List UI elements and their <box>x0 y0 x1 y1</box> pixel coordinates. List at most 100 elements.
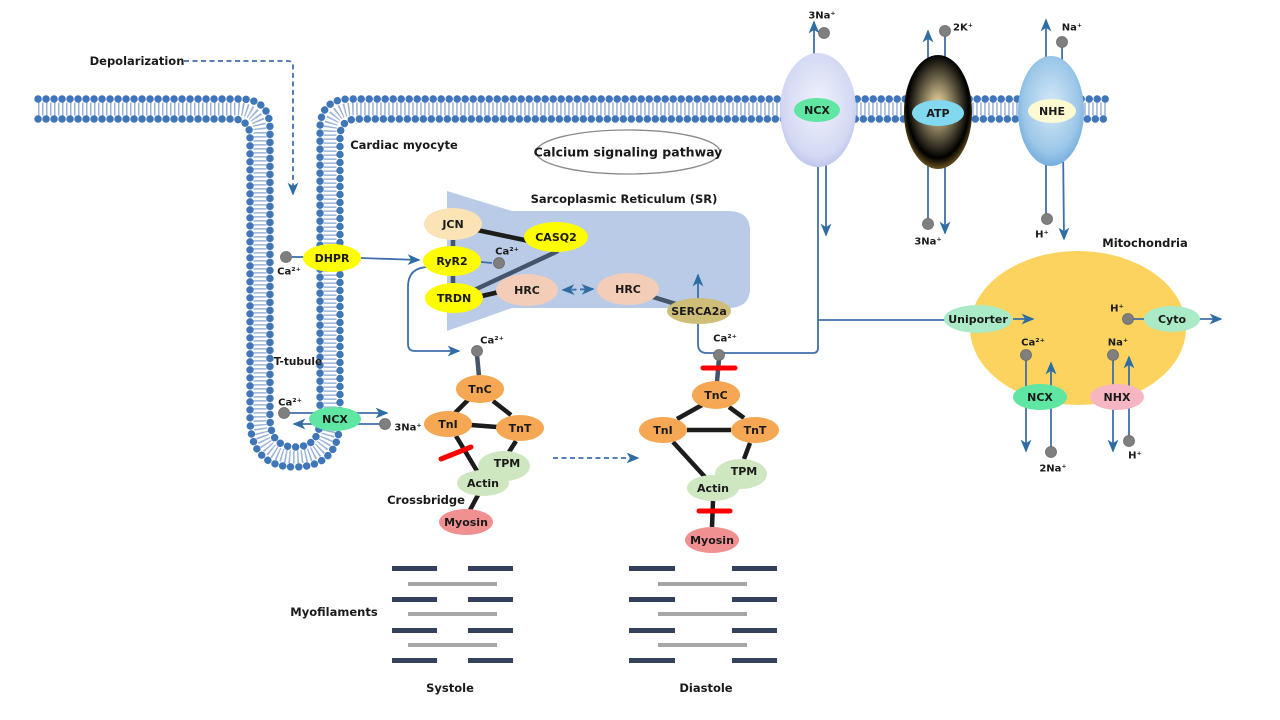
ca-ion-dot-mito <box>1020 349 1032 361</box>
ca-ion-dot-dhpr <box>280 251 292 263</box>
actin-systole <box>457 470 509 496</box>
na2-ion-dot-mito <box>1045 446 1057 458</box>
h-label-cyto: H⁺ <box>1110 304 1124 315</box>
ion-dots <box>278 25 1135 458</box>
ca-ion-dot-ttubule <box>278 407 290 419</box>
na3-ion-dot-atp-bottom <box>922 218 934 230</box>
na-label-nhe-top: Na⁺ <box>1062 23 1082 34</box>
ryr2-label: RyR2 <box>436 255 467 268</box>
inhibition-marks <box>438 365 738 514</box>
na-ion-dot-nhx <box>1107 349 1119 361</box>
diastole-complex: TnC TnI TnT TPM Actin Myosin <box>639 381 779 553</box>
trdn-label: TRDN <box>437 292 471 305</box>
actin-diastole <box>687 475 739 501</box>
cyto-label: Cyto <box>1158 313 1187 326</box>
na3-label-atp-bottom: 3Na⁺ <box>914 237 941 248</box>
depolarization-arrow <box>184 60 299 196</box>
dhpr-label: DHPR <box>315 252 350 265</box>
h-ion-dot-cyto <box>1122 313 1134 325</box>
tni-diastole <box>639 417 687 443</box>
serca2a-node: SERCA2a <box>667 298 731 324</box>
tni-systole <box>424 411 472 437</box>
ncx-ttubule-node: NCX <box>309 407 361 431</box>
mitochondria-label: Mitochondria <box>1102 236 1187 250</box>
ca-label-systole: Ca²⁺ <box>480 336 504 347</box>
ca-label-diastole: Ca²⁺ <box>713 334 737 345</box>
atp-pump: ATP <box>904 55 972 169</box>
tpm-diastole-label: TPM <box>731 465 758 478</box>
ncx-mito-node: NCX <box>1013 384 1067 410</box>
na3-ion-dot-ttubule <box>379 418 391 430</box>
casq2-node: CASQ2 <box>524 222 588 252</box>
hrc-label-2: HRC <box>615 283 641 296</box>
nhe-exchanger: NHE <box>1018 56 1084 166</box>
myofilaments-diastole <box>629 566 777 663</box>
sr-label: Sarcoplasmic Reticulum (SR) <box>531 192 718 206</box>
na-label-nhx: Na⁺ <box>1108 338 1128 349</box>
h-ion-dot-nhx <box>1123 435 1135 447</box>
serca2a-label: SERCA2a <box>671 305 727 318</box>
h-label-nhe-bottom: H⁺ <box>1035 230 1049 241</box>
hrc-label-1: HRC <box>514 284 540 297</box>
myosin-diastole <box>685 527 739 553</box>
myofilaments-label: Myofilaments <box>290 605 378 619</box>
uniporter-label: Uniporter <box>948 313 1008 326</box>
tni-systole-label: TnI <box>438 418 457 431</box>
ion-labels: Ca²⁺ Ca²⁺ Ca²⁺ Ca²⁺ Ca²⁺ 3Na⁺ 3Na⁺ 2K⁺ 3… <box>277 11 1142 475</box>
cardiac-myocyte-label: Cardiac myocyte <box>350 138 458 152</box>
myosin-systole <box>439 509 493 535</box>
pathway-title-text: Calcium signaling pathway <box>534 145 723 160</box>
atp-pump-label: ATP <box>926 107 949 120</box>
myosin-systole-label: Myosin <box>444 516 488 529</box>
nhx-node: NHX <box>1090 384 1144 410</box>
ncx-sarcolemmal: NCX <box>780 53 856 167</box>
tpm-systole-label: TPM <box>494 457 521 470</box>
na2-label-mito: 2Na⁺ <box>1039 464 1066 475</box>
ca-label-ttubule: Ca²⁺ <box>278 398 302 409</box>
hrc-node-2: HRC <box>597 273 659 305</box>
uniporter-node: Uniporter <box>944 305 1012 333</box>
nhe-exchanger-label: NHE <box>1039 105 1065 118</box>
na3-label-ncx-top: 3Na⁺ <box>808 11 835 22</box>
t-tubule-label: T-tubule <box>274 356 322 368</box>
tnt-diastole-label: TnT <box>744 424 767 437</box>
actin-systole-label: Actin <box>467 477 499 490</box>
actin-diastole-label: Actin <box>697 482 729 495</box>
na3-ion-dot-ncx-top <box>818 27 830 39</box>
hrc-node-1: HRC <box>496 274 558 306</box>
ca-ion-dot-systole <box>471 345 483 357</box>
jcn-label: JCN <box>441 218 463 231</box>
tnc-systole <box>456 375 504 403</box>
ncx-sarcolemmal-label: NCX <box>804 104 830 117</box>
k2-label-atp-top: 2K⁺ <box>953 23 973 34</box>
ca-ion-dot-ryr2 <box>493 257 505 269</box>
depolarization-label: Depolarization <box>90 54 185 68</box>
protein-connectors <box>450 227 753 528</box>
tnc-systole-label: TnC <box>468 383 491 396</box>
ca-label-dhpr: Ca²⁺ <box>277 267 301 278</box>
myofilaments-systole <box>392 566 513 663</box>
tnt-systole <box>496 415 544 441</box>
tnt-systole-label: TnT <box>509 422 532 435</box>
casq2-label: CASQ2 <box>535 231 577 244</box>
pathway-title: Calcium signaling pathway <box>534 129 723 175</box>
na3-label-ttubule: 3Na⁺ <box>394 423 421 434</box>
jcn-node: JCN <box>424 208 482 240</box>
ncx-ttubule-label: NCX <box>322 413 348 426</box>
ca-ion-dot-diastole <box>713 349 725 361</box>
crossbridge-label: Crossbridge <box>387 493 465 507</box>
h-ion-dot-nhe-bottom <box>1041 213 1053 225</box>
h-label-nhx: H⁺ <box>1128 451 1142 462</box>
trdn-node: TRDN <box>425 283 483 313</box>
cell-membrane <box>34 95 1110 471</box>
ncx-mito-label: NCX <box>1027 391 1053 404</box>
ryr2-node: RyR2 <box>423 246 481 276</box>
dhpr-node: DHPR <box>303 244 361 272</box>
myosin-diastole-label: Myosin <box>690 534 734 547</box>
systole-complex: TnC TnI TnT TPM Actin Myosin <box>424 375 544 535</box>
systole-label: Systole <box>426 681 474 695</box>
tnc-diastole <box>692 381 740 409</box>
tnt-diastole <box>731 417 779 443</box>
